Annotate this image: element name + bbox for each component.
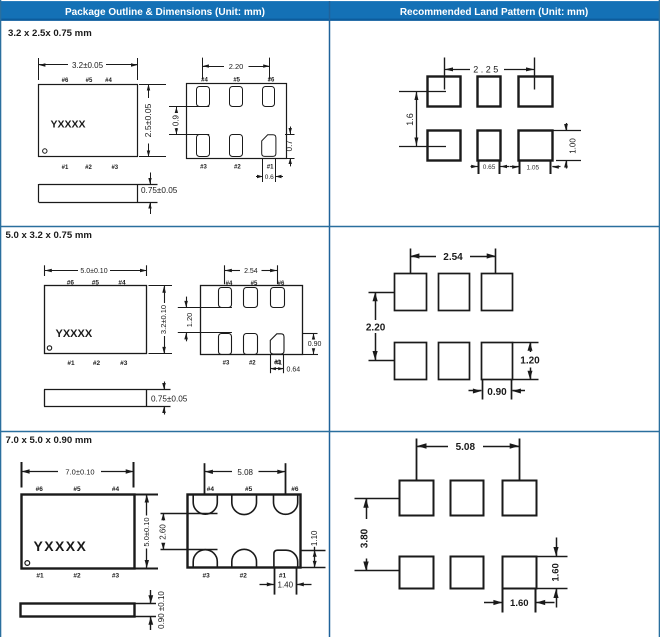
- svg-text:#1: #1: [274, 360, 281, 366]
- svg-text:2.54: 2.54: [244, 268, 258, 275]
- svg-text:#2: #2: [234, 165, 241, 171]
- svg-text:1.6: 1.6: [405, 113, 415, 126]
- svg-text:1.10: 1.10: [310, 530, 319, 546]
- svg-text:#6: #6: [62, 78, 69, 84]
- svg-text:#4: #4: [112, 486, 120, 493]
- svg-text:#5: #5: [73, 486, 81, 493]
- svg-text:0.64: 0.64: [287, 366, 301, 373]
- svg-text:YXXXX: YXXXX: [34, 538, 88, 554]
- svg-text:#3: #3: [202, 573, 210, 580]
- svg-text:YXXXX: YXXXX: [56, 328, 93, 340]
- svg-text:#2: #2: [249, 361, 256, 367]
- svg-text:3.80: 3.80: [359, 528, 370, 548]
- svg-text:5.08: 5.08: [456, 442, 476, 453]
- svg-text:1.00: 1.00: [569, 138, 578, 154]
- svg-text:2.60: 2.60: [159, 524, 168, 540]
- svg-text:#1: #1: [67, 360, 75, 367]
- svg-text:0.6: 0.6: [265, 174, 274, 181]
- svg-text:#1: #1: [36, 573, 44, 580]
- svg-text:#6: #6: [36, 486, 44, 493]
- svg-text:#2: #2: [93, 360, 101, 367]
- svg-text:0.75±0.05: 0.75±0.05: [151, 395, 188, 404]
- svg-text:0.90: 0.90: [487, 387, 507, 398]
- svg-text:#4: #4: [226, 281, 233, 287]
- svg-text:#1: #1: [267, 165, 274, 171]
- svg-text:#4: #4: [118, 280, 126, 287]
- svg-text:1.60: 1.60: [510, 598, 529, 609]
- svg-text:7.0 x 5.0 x 0.90 mm: 7.0 x 5.0 x 0.90 mm: [6, 435, 92, 446]
- svg-text:#1: #1: [62, 165, 69, 171]
- svg-text:1.60: 1.60: [551, 563, 562, 582]
- svg-text:0.65: 0.65: [483, 164, 496, 171]
- svg-text:1.40: 1.40: [278, 580, 294, 589]
- svg-text:YXXXX: YXXXX: [51, 119, 86, 131]
- svg-text:#6: #6: [291, 486, 299, 493]
- svg-text:5.0±0.10: 5.0±0.10: [142, 517, 151, 546]
- svg-text:2.54: 2.54: [443, 252, 463, 263]
- svg-text:1.20: 1.20: [520, 356, 540, 367]
- svg-text:#6: #6: [67, 280, 75, 287]
- svg-text:#2: #2: [73, 573, 81, 580]
- svg-text:2.20: 2.20: [229, 62, 244, 71]
- svg-text:#5: #5: [86, 78, 93, 84]
- svg-text:#4: #4: [105, 78, 112, 84]
- svg-text:Recommended Land Pattern (Unit: Recommended Land Pattern (Unit: mm): [400, 7, 588, 18]
- svg-text:0.90: 0.90: [308, 341, 322, 348]
- svg-text:#6: #6: [268, 77, 275, 83]
- svg-text:#5: #5: [92, 280, 100, 287]
- svg-text:#4: #4: [207, 486, 215, 493]
- svg-text:#5: #5: [233, 77, 240, 83]
- svg-text:5.0±0.10: 5.0±0.10: [80, 268, 107, 275]
- svg-text:5.08: 5.08: [237, 468, 253, 477]
- svg-text:#3: #3: [120, 360, 128, 367]
- svg-text:#1: #1: [279, 573, 287, 580]
- svg-text:#2: #2: [240, 573, 248, 580]
- svg-text:#4: #4: [201, 77, 208, 83]
- svg-text:0.90 ±0.10: 0.90 ±0.10: [157, 591, 166, 629]
- svg-text:0.9: 0.9: [171, 114, 180, 126]
- svg-text:2.25: 2.25: [473, 64, 501, 74]
- svg-text:#5: #5: [251, 281, 258, 287]
- svg-text:#5: #5: [245, 486, 253, 493]
- svg-text:0.75±0.05: 0.75±0.05: [141, 186, 178, 195]
- svg-text:1.05: 1.05: [526, 165, 539, 172]
- svg-text:#2: #2: [85, 165, 92, 171]
- svg-text:#3: #3: [200, 165, 207, 171]
- svg-text:3.2±0.05: 3.2±0.05: [72, 61, 104, 70]
- svg-text:3.2 x 2.5x 0.75 mm: 3.2 x 2.5x 0.75 mm: [8, 28, 92, 39]
- svg-text:Package Outline & Dimensions (: Package Outline & Dimensions (Unit: mm): [65, 7, 265, 18]
- svg-text:3.2±0.10: 3.2±0.10: [159, 305, 168, 334]
- svg-text:#3: #3: [111, 165, 118, 171]
- svg-text:#3: #3: [112, 573, 120, 580]
- svg-text:#6: #6: [278, 281, 285, 287]
- svg-text:1.20: 1.20: [185, 313, 194, 328]
- svg-text:2.20: 2.20: [366, 323, 386, 334]
- svg-text:7.0±0.10: 7.0±0.10: [65, 468, 94, 477]
- svg-text:5.0 x 3.2 x 0.75 mm: 5.0 x 3.2 x 0.75 mm: [6, 230, 92, 241]
- svg-text:#1: #1: [275, 361, 282, 367]
- svg-text:#3: #3: [223, 361, 230, 367]
- svg-text:2.5±0.05: 2.5±0.05: [143, 103, 153, 137]
- svg-text:0.7: 0.7: [285, 140, 294, 152]
